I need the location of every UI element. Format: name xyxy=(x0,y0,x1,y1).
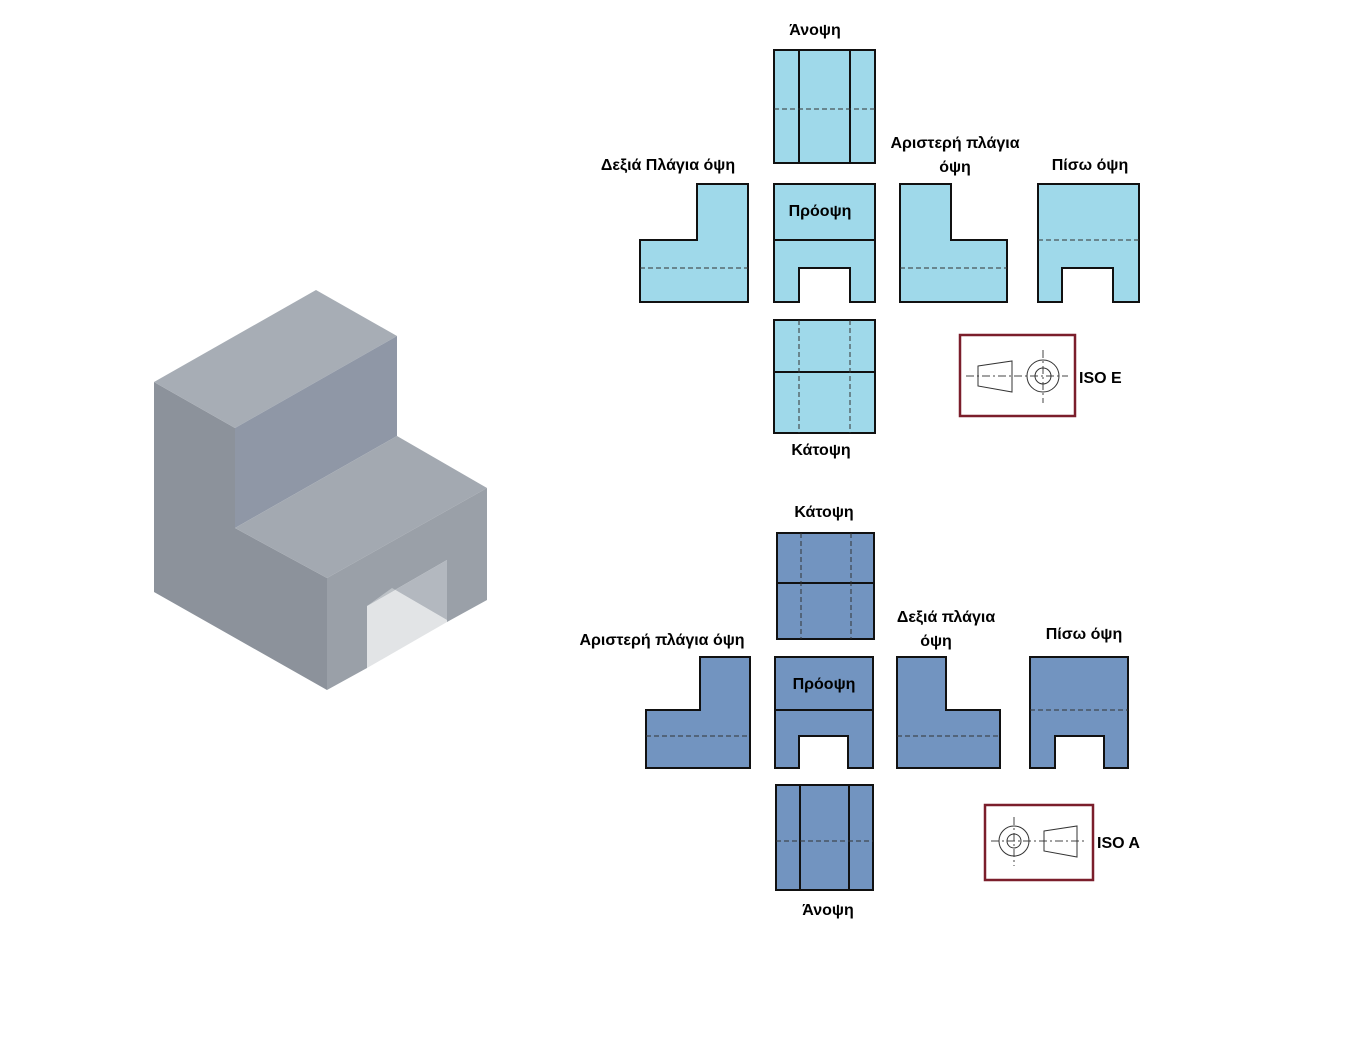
iso-a-top-view xyxy=(775,784,874,891)
iso-e-front-view-label: Πρόοψη xyxy=(789,203,852,220)
iso-e-right-side-view xyxy=(639,183,749,303)
iso-e-arrangement: Άνοψη Δεξιά Πλάγια όψη Πρόοψη Αριστερή π… xyxy=(601,22,1140,459)
iso-a-projection-symbol xyxy=(983,803,1095,882)
iso-a-arrangement: Κάτοψη Αριστερή πλάγια όψη Πρόοψη Δεξιά … xyxy=(579,504,1140,919)
iso-a-bottom-view xyxy=(776,532,875,640)
iso-a-right-side-view xyxy=(896,656,1001,769)
solid-left-face xyxy=(154,382,327,690)
iso-e-rear-view-label: Πίσω όψη xyxy=(1052,157,1129,174)
iso-a-top-view-label: Άνοψη xyxy=(802,902,853,919)
iso-e-front-view xyxy=(773,183,876,303)
iso-e-standard-label: ISO E xyxy=(1079,370,1122,387)
iso-a-rear-view xyxy=(1029,656,1129,769)
isometric-solid xyxy=(154,290,487,690)
iso-a-rear-view-label: Πίσω όψη xyxy=(1046,626,1123,643)
iso-e-top-view-label: Άνοψη xyxy=(789,22,840,39)
iso-e-bottom-view xyxy=(773,319,876,434)
iso-a-front-view xyxy=(774,656,874,769)
solid-slot-wall xyxy=(367,560,447,620)
iso-e-projection-symbol xyxy=(958,333,1077,418)
iso-e-top-view xyxy=(773,49,876,164)
iso-e-right-side-label: Δεξιά Πλάγια όψη xyxy=(601,157,735,174)
iso-a-left-side-label: Αριστερή πλάγια όψη xyxy=(579,632,744,649)
iso-e-left-side-view xyxy=(899,183,1008,303)
iso-a-bottom-view-label: Κάτοψη xyxy=(794,504,853,521)
solid-riser-face xyxy=(235,336,397,528)
iso-a-left-side-view xyxy=(645,656,751,769)
iso-a-right-side-label-1: Δεξιά πλάγια xyxy=(897,609,995,626)
iso-e-rear-view xyxy=(1037,183,1140,303)
solid-step-face xyxy=(235,436,487,578)
iso-e-left-side-label-2: όψη xyxy=(939,159,971,176)
solid-top-face xyxy=(154,290,397,428)
solid-slot-floor xyxy=(367,588,447,668)
iso-a-front-view-label: Πρόοψη xyxy=(793,676,856,693)
iso-a-standard-label: ISO A xyxy=(1097,835,1140,852)
iso-e-left-side-label-1: Αριστερή πλάγια xyxy=(890,135,1019,152)
iso-a-right-side-label-2: όψη xyxy=(920,633,952,650)
iso-e-bottom-view-label: Κάτοψη xyxy=(791,442,850,459)
